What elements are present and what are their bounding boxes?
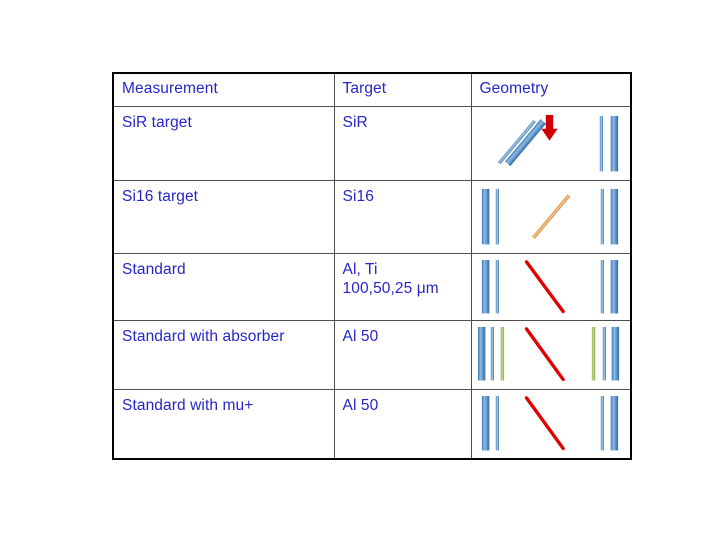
column-header-target: Target bbox=[342, 80, 387, 97]
vertical-bar-thick bbox=[611, 327, 619, 381]
measurement-label: Standard with absorber bbox=[122, 328, 285, 346]
table-row: SiR target SiR bbox=[112, 105, 632, 181]
cell-geometry bbox=[470, 388, 632, 460]
target-label: Si16 bbox=[342, 187, 374, 205]
vertical-bar-thin bbox=[490, 327, 494, 381]
vertical-bar-thin bbox=[495, 188, 499, 245]
table-row: Standard with absorber Al 50 bbox=[112, 320, 632, 390]
target-label: Al, Ti 100,50,25 μm bbox=[342, 261, 439, 298]
target-label: SiR bbox=[342, 113, 368, 131]
absorber-bar-green bbox=[591, 327, 595, 381]
table-row: Standard Al, Ti 100,50,25 μm bbox=[112, 253, 632, 322]
geometry-table-container: Measurement Target Geometry SiR target S… bbox=[112, 72, 632, 461]
diagonal-target-line bbox=[524, 396, 565, 450]
measurement-label: SiR target bbox=[122, 113, 192, 131]
vertical-bar-thin bbox=[600, 188, 604, 245]
header-cell-target: Target bbox=[333, 72, 472, 107]
vertical-bar-thick bbox=[610, 188, 618, 245]
vertical-bar-thick bbox=[610, 115, 618, 171]
table-header-row: Measurement Target Geometry bbox=[112, 72, 632, 107]
beam-arrow-down bbox=[540, 114, 558, 141]
vertical-bar-thin bbox=[495, 260, 499, 314]
cell-target: Al, Ti 100,50,25 μm bbox=[333, 253, 472, 322]
cell-target: Al 50 bbox=[333, 388, 472, 460]
vertical-bar-thick bbox=[610, 260, 618, 314]
measurement-geometry-table: Measurement Target Geometry SiR target S… bbox=[112, 72, 632, 461]
header-cell-geometry: Geometry bbox=[470, 72, 632, 107]
table-row: Standard with mu+ Al 50 bbox=[112, 388, 632, 460]
diagonal-bar-thick bbox=[504, 118, 546, 166]
diagonal-target-bar bbox=[531, 194, 570, 239]
column-header-measurement: Measurement bbox=[122, 80, 218, 97]
vertical-bar-thick bbox=[477, 327, 485, 381]
cell-measurement: Si16 target bbox=[112, 179, 335, 255]
cell-measurement: Standard with mu+ bbox=[112, 388, 335, 460]
vertical-bar-thick bbox=[481, 260, 489, 314]
diagonal-target-line bbox=[524, 327, 565, 382]
cell-geometry bbox=[470, 105, 632, 181]
cell-geometry bbox=[470, 179, 632, 255]
cell-target: Al 50 bbox=[333, 320, 472, 390]
target-label: Al 50 bbox=[342, 328, 379, 346]
vertical-bar-thick bbox=[481, 188, 489, 245]
cell-measurement: Standard with absorber bbox=[112, 320, 335, 390]
diagonal-bar-thin bbox=[497, 119, 536, 164]
vertical-bar-thin bbox=[602, 327, 606, 381]
vertical-bar-thin bbox=[600, 395, 604, 451]
measurement-label: Si16 target bbox=[122, 187, 199, 205]
cell-measurement: Standard bbox=[112, 253, 335, 322]
standard-with-absorber-geometry bbox=[472, 321, 631, 388]
standard-with-mu-plus-geometry bbox=[472, 390, 631, 458]
vertical-bar-thin bbox=[599, 115, 603, 171]
column-header-geometry: Geometry bbox=[479, 80, 549, 97]
cell-geometry bbox=[470, 253, 632, 322]
measurement-label: Standard with mu+ bbox=[122, 396, 254, 414]
cell-geometry bbox=[470, 320, 632, 390]
cell-target: SiR bbox=[333, 105, 472, 181]
vertical-bar-thin bbox=[600, 260, 604, 314]
cell-target: Si16 bbox=[333, 179, 472, 255]
vertical-bar-thin bbox=[495, 395, 499, 451]
absorber-bar-green bbox=[500, 327, 504, 381]
si16-target-geometry bbox=[472, 181, 631, 253]
diagonal-target-line bbox=[524, 260, 565, 314]
sir-target-geometry bbox=[472, 107, 631, 180]
table-row: Si16 target Si16 bbox=[112, 179, 632, 255]
standard-geometry bbox=[472, 254, 631, 320]
cell-measurement: SiR target bbox=[112, 105, 335, 181]
vertical-bar-thick bbox=[610, 395, 618, 451]
target-label: Al 50 bbox=[342, 396, 379, 414]
vertical-bar-thick bbox=[481, 395, 489, 451]
header-cell-measurement: Measurement bbox=[112, 72, 335, 107]
measurement-label: Standard bbox=[122, 261, 186, 279]
